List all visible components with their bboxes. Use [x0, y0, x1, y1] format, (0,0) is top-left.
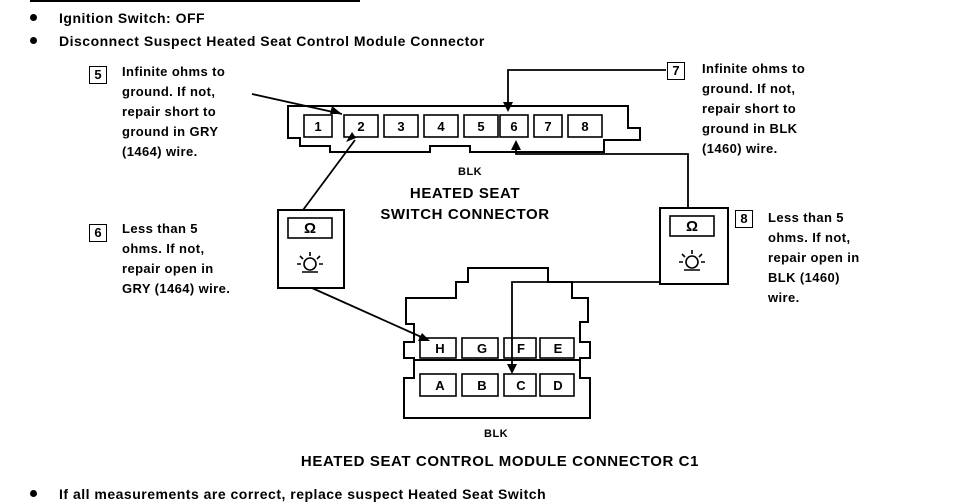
module-pin-box	[503, 337, 537, 359]
module-connector-body	[403, 267, 591, 419]
step8-text: Less than 5 ohms. If not, repair open in…	[768, 210, 860, 305]
ohmmeter-left-display	[287, 217, 333, 239]
ohmmeter-right	[659, 207, 729, 285]
switch-pin-label: 3	[397, 119, 404, 134]
step-number: 6	[89, 224, 107, 242]
bullet-dot	[30, 36, 37, 44]
step-number: 5	[89, 66, 107, 84]
step-number: 8	[735, 210, 753, 228]
switch-connector-title: HEATED SEAT SWITCH CONNECTOR	[380, 185, 550, 223]
module-pin-box	[539, 337, 575, 359]
lead-right-to-C	[511, 281, 660, 372]
switch-pin-box	[383, 114, 419, 138]
module-pin-box	[419, 373, 457, 397]
module-connector-title: HEATED SEAT CONTROL MODULE CONNECTOR C1	[300, 453, 700, 470]
switch-pin-box	[533, 114, 563, 138]
leader-step7	[507, 69, 666, 110]
bullet-ignition: Ignition Switch: OFF	[30, 10, 205, 26]
step7-text: Infinite ohms to ground. If not, repair …	[702, 61, 806, 156]
module-pin-box	[419, 337, 457, 359]
switch-pin-label: 5	[477, 119, 484, 134]
leader-step5	[251, 93, 343, 115]
ohm-symbol: Ω	[304, 220, 316, 237]
module-pin-label: G	[477, 341, 487, 356]
switch-pin-box	[303, 114, 333, 138]
lead-left-to-pin2	[302, 139, 356, 211]
module-pin-label: F	[517, 341, 525, 356]
step5-text: Infinite ohms to ground. If not, repair …	[122, 64, 226, 159]
module-pin-box	[461, 337, 499, 359]
switch-pin-label: 8	[581, 119, 588, 134]
module-pin-label: C	[516, 378, 526, 393]
switch-pin-box	[343, 114, 379, 138]
module-pin-label: H	[435, 341, 444, 356]
ohmmeter-left	[277, 209, 345, 289]
step-number: 7	[667, 62, 685, 80]
bullet-dot	[30, 13, 37, 21]
module-pin-box	[539, 373, 575, 397]
arrowheads	[330, 102, 521, 374]
bullet-dot	[30, 489, 37, 497]
switch-pin-label: 4	[437, 119, 445, 134]
switch-pin-label: 7	[544, 119, 551, 134]
bullet-text: Ignition Switch: OFF	[59, 10, 206, 26]
module-pin-box	[461, 373, 499, 397]
module-connector-color: BLK	[484, 428, 509, 440]
switch-pin-label: 6	[510, 119, 517, 134]
module-pin-label: B	[477, 378, 486, 393]
switch-pin-box	[499, 114, 529, 138]
header-rule	[30, 0, 360, 2]
bullet-text: Disconnect Suspect Heated Seat Control M…	[59, 33, 485, 49]
lamp-icon	[297, 250, 705, 273]
switch-pin-label: 2	[357, 119, 364, 134]
switch-pin-box	[423, 114, 459, 138]
module-pin-label: A	[435, 378, 445, 393]
lead-left-to-H	[311, 287, 429, 341]
ohm-symbol: Ω	[686, 218, 698, 235]
module-pin-label: D	[553, 378, 562, 393]
step6-text: Less than 5 ohms. If not, repair open in…	[122, 221, 231, 296]
bullet-disconnect: Disconnect Suspect Heated Seat Control M…	[30, 33, 485, 49]
switch-pin-box	[567, 114, 603, 138]
module-pin-box	[503, 373, 537, 397]
switch-pin-label: 1	[314, 119, 321, 134]
switch-connector-body	[287, 105, 641, 153]
module-pin-label: E	[554, 341, 563, 356]
switch-connector-color: BLK	[458, 166, 483, 178]
switch-pin-box	[463, 114, 499, 138]
ohmmeter-right-display	[669, 215, 715, 237]
